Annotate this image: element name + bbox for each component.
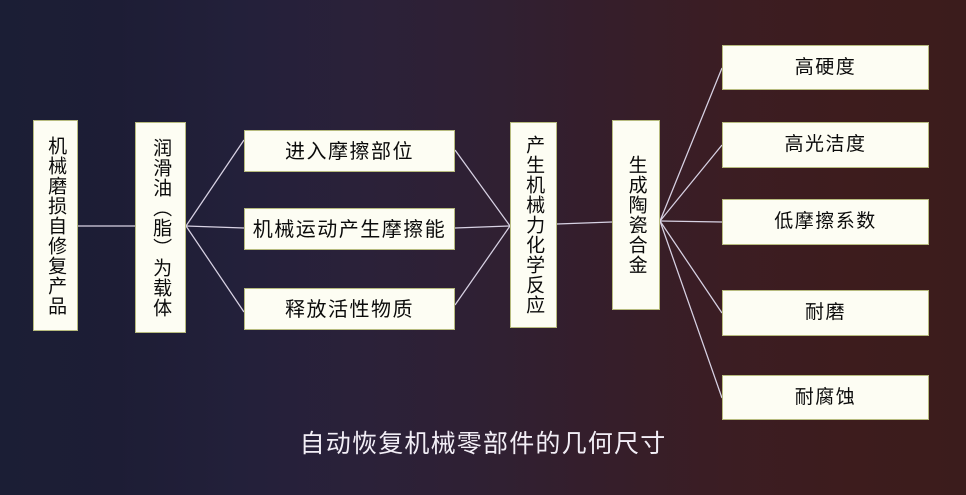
link-stage2-branch-top	[185, 139, 245, 227]
link-stage5-out-5	[659, 220, 723, 399]
node-result-corrosion-resistant[interactable]: 耐腐蚀	[722, 375, 929, 420]
node-label: 机械运动产生摩擦能	[252, 216, 447, 241]
link-stage5-out-1	[659, 67, 723, 222]
link-branch-bot-stage4	[454, 225, 511, 306]
node-label: 高硬度	[794, 55, 857, 78]
node-label: 耐腐蚀	[794, 385, 857, 408]
link-stage2-branch-bot	[185, 225, 245, 313]
link-stage5-out-2	[659, 144, 723, 222]
link-stage4-stage5	[556, 221, 613, 225]
link-stage5-out-4	[659, 220, 723, 314]
node-label: 机械磨损自修复产品	[45, 135, 68, 316]
link-branch-top-stage4	[454, 149, 511, 227]
node-result-wear-resistant[interactable]: 耐磨	[722, 290, 929, 336]
node-label: 生成陶瓷合金	[625, 155, 648, 275]
link-stage5-out-3	[659, 220, 723, 223]
node-result-high-hardness[interactable]: 高硬度	[722, 45, 929, 90]
node-stage2-carrier[interactable]: 润滑油（脂）为载体	[135, 122, 186, 333]
diagram-caption: 自动恢复机械零部件的几何尺寸	[299, 429, 667, 458]
link-branch-mid-stage4	[454, 225, 511, 229]
node-stage3-friction-energy[interactable]: 机械运动产生摩擦能	[244, 208, 455, 250]
node-stage4-mechanochemical-reaction[interactable]: 产生机械力化学反应	[510, 122, 557, 328]
node-stage5-ceramic-alloy[interactable]: 生成陶瓷合金	[612, 120, 660, 310]
node-label: 高光洁度	[784, 133, 867, 156]
node-result-high-finish[interactable]: 高光洁度	[722, 122, 929, 168]
node-result-low-friction-coefficient[interactable]: 低摩擦系数	[722, 199, 929, 245]
node-label: 进入摩擦部位	[285, 138, 414, 163]
node-stage1-product[interactable]: 机械磨损自修复产品	[33, 120, 78, 331]
node-label: 产生机械力化学反应	[523, 135, 546, 315]
node-label: 低摩擦系数	[774, 210, 877, 233]
node-label: 释放活性物质	[285, 296, 414, 321]
node-stage3-enter-friction-zone[interactable]: 进入摩擦部位	[244, 130, 455, 172]
link-stage2-branch-mid	[185, 225, 245, 229]
node-label: 润滑油（脂）为载体	[150, 137, 173, 318]
node-label: 耐磨	[804, 301, 846, 324]
node-stage3-release-active-substance[interactable]: 释放活性物质	[244, 288, 455, 330]
